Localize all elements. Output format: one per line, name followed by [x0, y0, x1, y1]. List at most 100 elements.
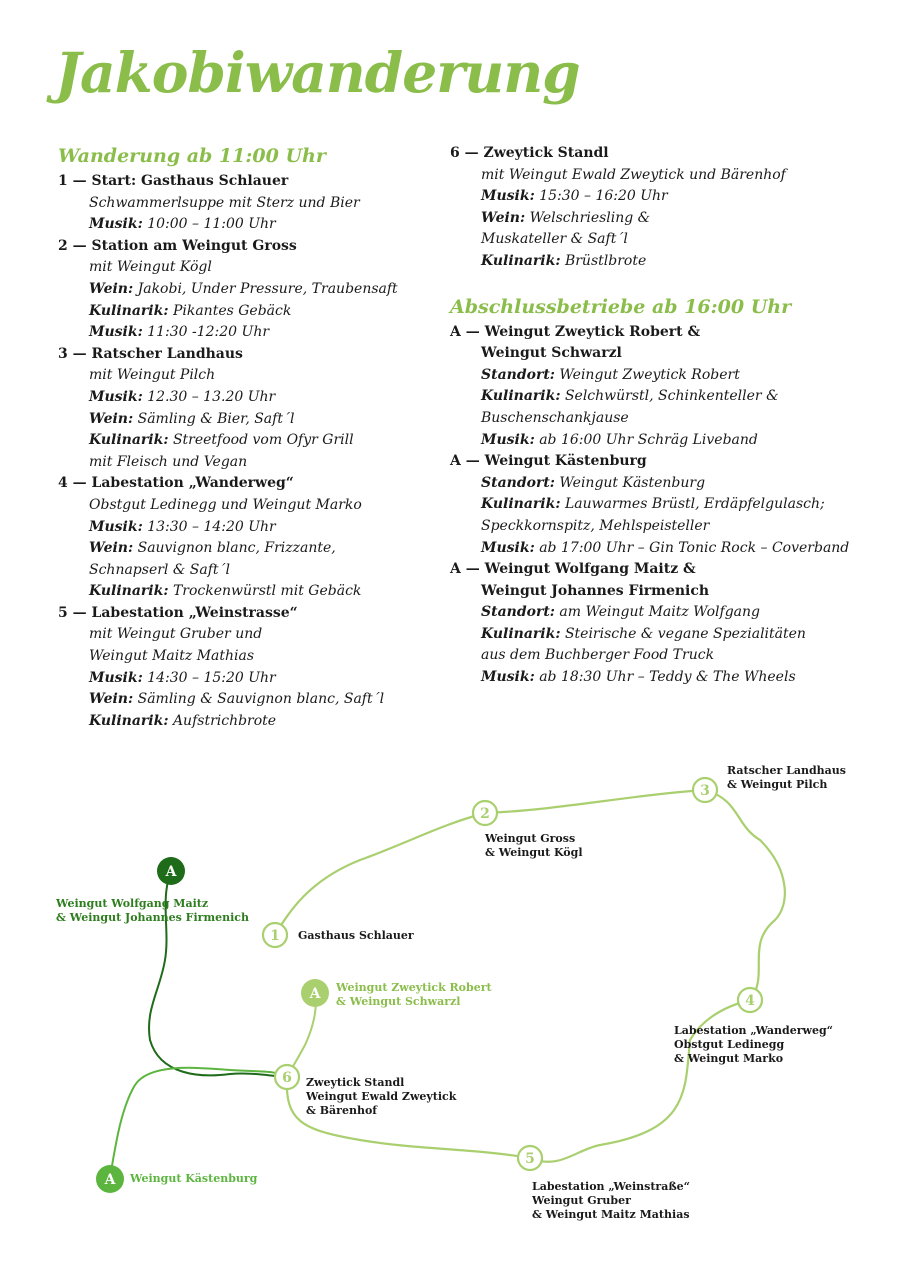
- map-label-line: Labestation „Wanderweg“: [674, 1024, 833, 1037]
- map-label-line: Weingut Wolfgang Maitz: [56, 897, 209, 910]
- detail-text: Aufstrichbrote: [168, 712, 277, 729]
- detail-text: Lauwarmes Brüstl, Erdäpfelgulasch;: [560, 496, 825, 513]
- detail-text: Obstgut Ledinegg und Weingut Marko: [89, 496, 362, 513]
- detail-label: Kulinarik:: [481, 625, 561, 642]
- detail-text: mit Weingut Gruber und: [89, 626, 263, 643]
- station-title: 6 — Zweytick Standl: [450, 145, 609, 161]
- section-heading-wanderung: Wanderung ab 11:00 Uhr: [58, 145, 326, 167]
- detail-label: Standort:: [481, 604, 555, 621]
- detail-text: 11:30 -12:20 Uhr: [142, 324, 270, 341]
- station-detail: Musik: 10:00 – 11:00 Uhr: [58, 214, 438, 236]
- map-label-line: Labestation „Weinstraße“: [532, 1180, 691, 1193]
- marker-a-maitz: A: [157, 857, 185, 885]
- detail-label: Wein:: [89, 540, 134, 557]
- station-entry: A — Weingut Wolfgang Maitz &Weingut Joha…: [450, 559, 870, 689]
- detail-text: Sauvignon blanc, Frizzante,: [133, 540, 336, 557]
- detail-text: Jakobi, Under Pressure, Traubensaft: [133, 280, 398, 297]
- right-column: 6 — Zweytick Standl mit Weingut Ewald Zwe…: [450, 143, 870, 689]
- station-detail: Wein: Welschriesling &: [450, 208, 870, 230]
- station-detail: mit Fleisch und Vegan: [58, 452, 438, 474]
- station-detail: Musik: ab 17:00 Uhr – Gin Tonic Rock – C…: [450, 538, 870, 560]
- station-detail: Kulinarik: Streetfood vom Ofyr Grill: [58, 430, 438, 452]
- station-detail: mit Weingut Ewald Zweytick und Bärenhof: [450, 165, 870, 187]
- detail-text: Welschriesling &: [525, 209, 651, 226]
- detail-label: Musik:: [481, 669, 535, 686]
- detail-text: ab 18:30 Uhr – Teddy & The Wheels: [534, 669, 796, 686]
- map-label-line: Obstgut Ledinegg: [674, 1038, 785, 1051]
- station-detail: Kulinarik: Trockenwürstl mit Gebäck: [58, 581, 438, 603]
- marker-6: 6: [273, 1063, 301, 1091]
- detail-label: Kulinarik:: [481, 388, 561, 405]
- detail-text: 15:30 – 16:20 Uhr: [534, 188, 668, 205]
- detail-label: Musik:: [481, 431, 535, 448]
- detail-label: Kulinarik:: [481, 252, 561, 269]
- detail-text: Selchwürstl, Schinkenteller &: [560, 388, 779, 405]
- map-label-line: & Bärenhof: [306, 1104, 378, 1117]
- station-detail: Wein: Sämling & Bier, Saft´l: [58, 409, 438, 431]
- station-detail: Weingut Maitz Mathias: [58, 646, 438, 668]
- marker-4: 4: [736, 986, 764, 1014]
- station-detail: Kulinarik: Steirische & vegane Spezialit…: [450, 624, 870, 646]
- detail-label: Musik:: [89, 324, 143, 341]
- station-title: A — Weingut Wolfgang Maitz &: [450, 561, 696, 578]
- map-label-zweytick-robert: Weingut Zweytick Robert & Weingut Schwar…: [336, 981, 492, 1009]
- station-detail: mit Weingut Gruber und: [58, 624, 438, 646]
- detail-text: Sämling & Bier, Saft´l: [133, 410, 295, 427]
- station-detail: Wein: Sämling & Sauvignon blanc, Saft´l: [58, 689, 438, 711]
- detail-text: ab 17:00 Uhr – Gin Tonic Rock – Coverban…: [534, 539, 850, 556]
- detail-text: am Weingut Maitz Wolfgang: [554, 604, 760, 621]
- map-label-station-6: Zweytick Standl Weingut Ewald Zweytick &…: [306, 1076, 456, 1118]
- marker-label: A: [309, 986, 322, 1002]
- route-map: 1 2 3 4 5 6 A A A: [96, 776, 786, 1193]
- detail-text: 13:30 – 14:20 Uhr: [142, 518, 276, 535]
- station-detail: mit Weingut Kögl: [58, 257, 438, 279]
- map-label-gasthaus: Gasthaus Schlauer: [298, 929, 414, 942]
- map-label-line: & Weingut Kögl: [485, 846, 583, 859]
- detail-text: aus dem Buchberger Food Truck: [481, 647, 715, 664]
- station-entry: 5 — Labestation „Weinstrasse“mit Weingut…: [58, 603, 438, 733]
- detail-text: Weingut Kästenburg: [554, 474, 706, 491]
- map-label-kaestenburg: Weingut Kästenburg: [130, 1172, 258, 1185]
- detail-label: Musik:: [89, 518, 143, 535]
- detail-label: Musik:: [481, 188, 535, 205]
- marker-label: 5: [525, 1151, 535, 1167]
- station-detail: Obstgut Ledinegg und Weingut Marko: [58, 495, 438, 517]
- station-detail: Kulinarik: Selchwürstl, Schinkenteller &: [450, 386, 870, 408]
- marker-label: A: [165, 864, 178, 880]
- map-label-station-5: Labestation „Weinstraße“ Weingut Gruber …: [532, 1180, 690, 1222]
- map-label-line: Weingut Gruber: [532, 1194, 631, 1207]
- marker-5: 5: [516, 1144, 544, 1172]
- station-detail: Muskateller & Saft´l: [450, 229, 870, 251]
- detail-label: Kulinarik:: [89, 302, 169, 319]
- detail-text: mit Weingut Pilch: [89, 367, 216, 384]
- closing-venues-list: A — Weingut Zweytick Robert &Weingut Sch…: [450, 322, 870, 689]
- marker-label: 3: [700, 783, 710, 799]
- detail-text: mit Weingut Kögl: [89, 259, 212, 276]
- marker-1: 1: [261, 921, 289, 949]
- detail-text: Weingut Maitz Mathias: [89, 648, 255, 665]
- station-title: A — Weingut Zweytick Robert &: [450, 323, 701, 340]
- detail-label: Musik:: [89, 388, 143, 405]
- map-label-line: Ratscher Landhaus: [727, 764, 846, 777]
- detail-text: Speckkornspitz, Mehlspeisteller: [481, 517, 710, 534]
- detail-text: Trockenwürstl mit Gebäck: [168, 583, 362, 600]
- detail-text: 10:00 – 11:00 Uhr: [142, 216, 276, 233]
- marker-label: 1: [270, 928, 280, 944]
- map-label-line: Zweytick Standl: [306, 1076, 405, 1089]
- station-detail: mit Weingut Pilch: [58, 365, 438, 387]
- map-label-line: Weingut Zweytick Robert: [336, 981, 492, 994]
- page-title: Jakobiwanderung: [55, 40, 581, 105]
- detail-text: mit Weingut Ewald Zweytick und Bärenhof: [481, 166, 786, 183]
- detail-text: ab 16:00 Uhr Schräg Liveband: [534, 431, 758, 448]
- detail-label: Wein:: [89, 691, 134, 708]
- detail-label: Kulinarik:: [481, 496, 561, 513]
- detail-text: Brüstlbrote: [560, 252, 647, 269]
- station-detail: Standort: am Weingut Maitz Wolfgang: [450, 602, 870, 624]
- station-detail: Musik: ab 16:00 Uhr Schräg Liveband: [450, 430, 870, 452]
- spacer: [450, 273, 870, 294]
- station-detail: Musik: 13:30 – 14:20 Uhr: [58, 517, 438, 539]
- detail-text: Weingut Zweytick Robert: [554, 366, 740, 383]
- station-detail: Standort: Weingut Kästenburg: [450, 473, 870, 495]
- detail-label: Standort:: [481, 474, 555, 491]
